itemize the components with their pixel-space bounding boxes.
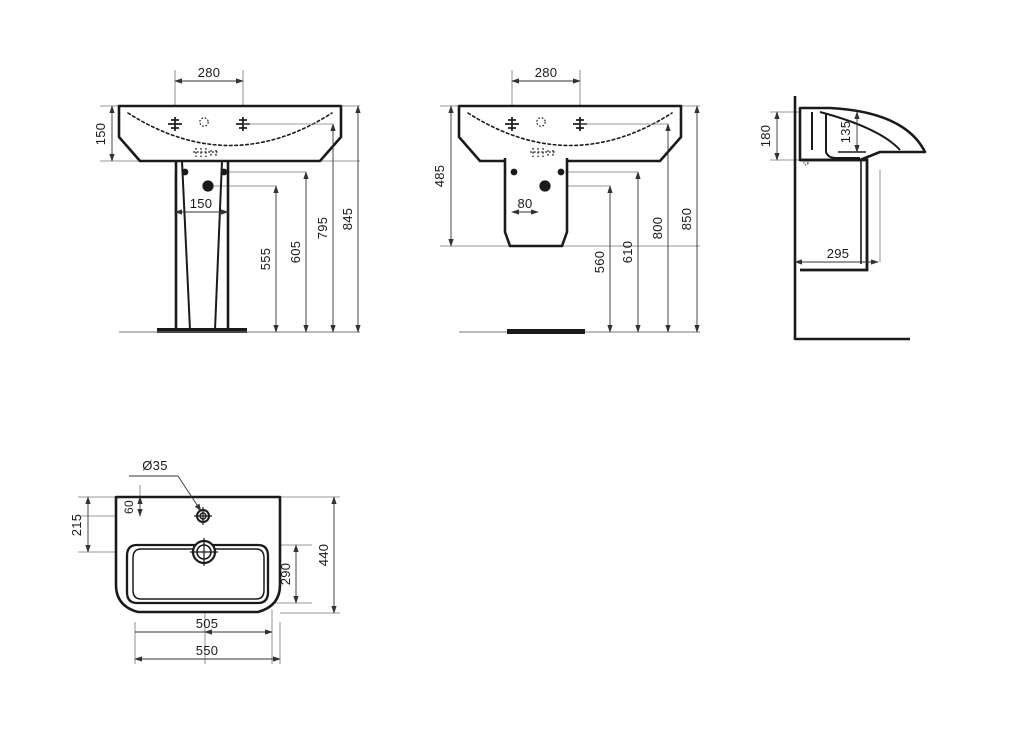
dim-label-280-view1: 280 xyxy=(198,65,221,80)
bowl-wall-view3 xyxy=(825,114,860,159)
dim-180-view3: 180 xyxy=(758,111,780,161)
dim-560-view2: 560 xyxy=(592,185,613,333)
dim-label-845-view1: 845 xyxy=(340,208,355,231)
tap-hole-left-view1 xyxy=(168,117,182,131)
pedestal-inner-left-view1 xyxy=(181,160,191,331)
basin-outline-view2 xyxy=(457,104,683,163)
dim-485-view2: 485 xyxy=(432,105,454,247)
dim-label-555-view1: 555 xyxy=(258,248,273,271)
dim-label-610-view2: 610 xyxy=(620,241,635,264)
dim-280-view1: 280 xyxy=(174,65,244,84)
bowl-curve-dashed-view1 xyxy=(127,112,333,147)
dim-label-215-view4: 215 xyxy=(69,514,84,537)
tap-hole-view4 xyxy=(194,507,212,525)
dim-label-505-view4: 505 xyxy=(196,616,219,631)
pedestal-inner-right-view1 xyxy=(214,160,223,331)
dim-label-605-view1: 605 xyxy=(288,241,303,264)
dim-label-280-view2: 280 xyxy=(535,65,558,80)
semi-pedestal-view2 xyxy=(503,158,569,248)
dim-label-80-view2: 80 xyxy=(517,196,532,211)
dim-60-view4: 60 xyxy=(122,496,143,517)
dim-label-150-width-view1: 150 xyxy=(190,196,213,211)
dim-label-560-view2: 560 xyxy=(592,251,607,274)
centre-marker-view2 xyxy=(536,117,546,127)
dim-290-view4: 290 xyxy=(278,544,299,604)
basin-outline-view1 xyxy=(117,104,343,163)
dim-label-150-height-view1: 150 xyxy=(93,123,108,146)
fixing-marker-view3 xyxy=(803,160,809,166)
waste-outlet-view2 xyxy=(539,180,551,192)
bowl-curve-dashed-view2 xyxy=(467,112,673,147)
dim-label-290-view4: 290 xyxy=(278,563,293,586)
fixing-point-left-view1 xyxy=(181,168,189,176)
centre-marker-view1 xyxy=(199,117,209,127)
tap-hole-left-view2 xyxy=(505,117,519,131)
drain-view4 xyxy=(190,538,218,566)
dim-label-850-view2: 850 xyxy=(679,208,694,231)
dim-440-view4: 440 xyxy=(316,496,337,614)
dim-605-view1: 605 xyxy=(288,171,309,333)
dim-280-view2: 280 xyxy=(511,65,581,84)
dim-845-view1: 845 xyxy=(340,105,361,333)
dim-label-795-view1: 795 xyxy=(315,217,330,240)
dim-label-60-view4: 60 xyxy=(122,500,136,514)
fixing-point-right-view2 xyxy=(557,168,565,176)
dim-label-800-view2: 800 xyxy=(650,217,665,240)
bowl-inner-profile-view3 xyxy=(811,111,901,151)
leader-diameter-35: Ø35 xyxy=(129,458,202,512)
basin-profile-view3 xyxy=(798,106,927,162)
dim-800-view2: 800 xyxy=(580,123,671,333)
dim-label-440-view4: 440 xyxy=(316,544,331,567)
dim-555-view1: 555 xyxy=(258,185,279,333)
dim-label-485-view2: 485 xyxy=(432,165,447,188)
view-side-elevation: 180 135 295 xyxy=(758,96,927,341)
bowl-rim-view4 xyxy=(125,543,270,605)
dim-150-height-view1: 150 xyxy=(93,105,115,162)
dim-295-view3: 295 xyxy=(794,246,879,265)
support-bracket-view3 xyxy=(800,158,869,272)
pedestal-foot-view1 xyxy=(157,328,247,333)
dim-label-550-view4: 550 xyxy=(196,643,219,658)
dim-215-view4: 215 xyxy=(69,496,91,553)
dim-550-view4: 550 xyxy=(134,643,281,662)
dim-label-diameter-35: Ø35 xyxy=(142,458,167,473)
view-front-semi-pedestal: 280 80 485 560 610 800 850 xyxy=(432,65,700,334)
dim-610-view2: 610 xyxy=(620,171,641,333)
dim-505-view4: 505 xyxy=(135,616,273,635)
dim-135-view3: 135 xyxy=(838,111,860,153)
dim-795-view1: 795 xyxy=(243,123,336,333)
view-plan: Ø35 60 215 290 440 505 xyxy=(69,458,340,664)
dim-80-view2: 80 xyxy=(511,196,539,215)
overflow-detail-view1 xyxy=(193,148,219,157)
dim-850-view2: 850 xyxy=(679,105,700,333)
overflow-detail-view2 xyxy=(530,148,556,157)
dim-label-135-view3: 135 xyxy=(838,121,853,144)
fixing-point-right-view1 xyxy=(220,168,228,176)
floor-bar-view2 xyxy=(507,329,585,334)
fixing-point-left-view2 xyxy=(510,168,518,176)
waste-outlet-view1 xyxy=(202,180,214,192)
bowl-inner-rim-view4 xyxy=(132,548,265,600)
view-front-full-pedestal: 280 150 150 555 605 795 845 xyxy=(93,65,361,333)
dim-label-180-view3: 180 xyxy=(758,125,773,148)
dim-150-width-view1: 150 xyxy=(174,196,229,215)
dim-label-295-view3: 295 xyxy=(827,246,850,261)
